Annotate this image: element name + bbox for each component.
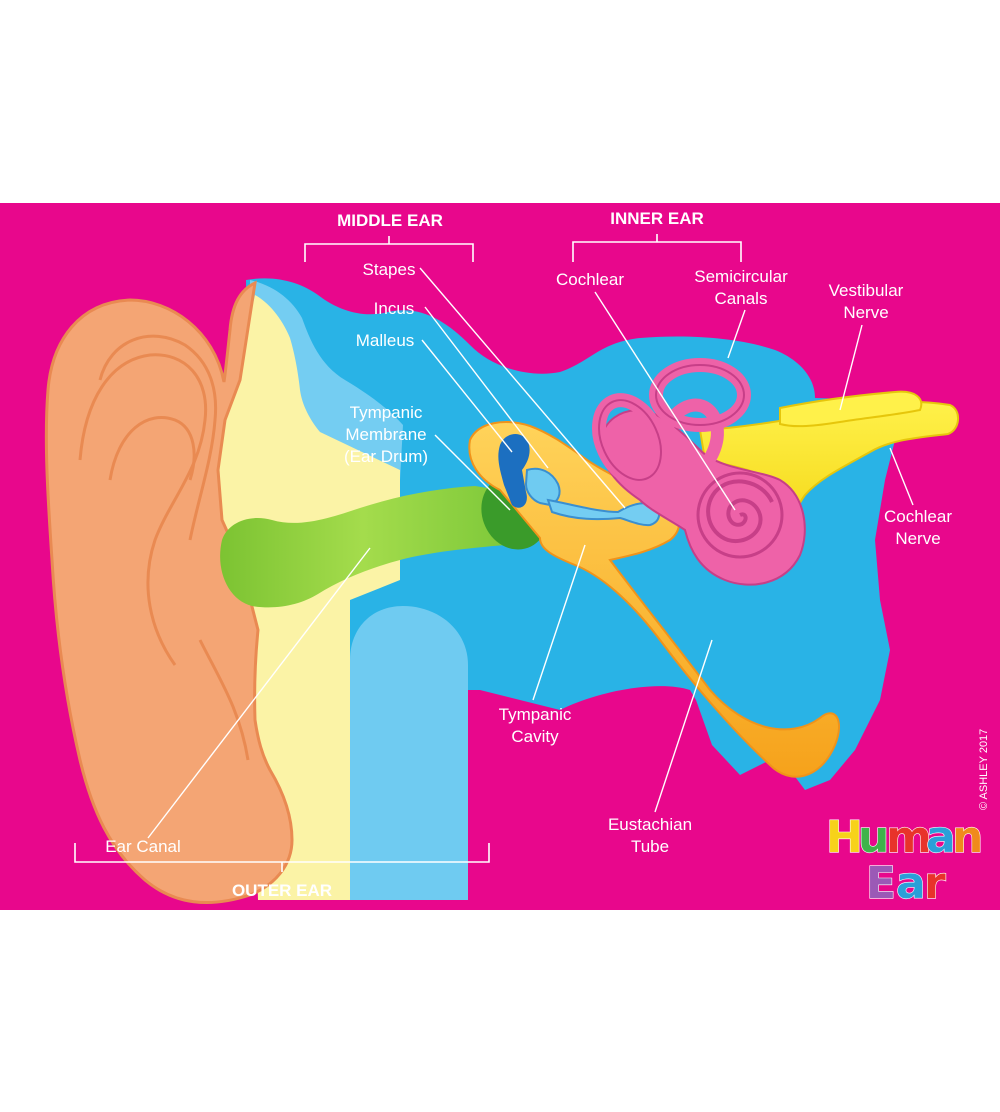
pinna-lobe-fold	[198, 639, 250, 761]
malleus-leader	[421, 339, 513, 453]
malleus-label: Malleus	[356, 331, 415, 350]
stapes-leader	[419, 267, 626, 509]
outer-ear-header: OUTER EAR	[232, 881, 332, 900]
tympanic-membrane-leader	[434, 434, 511, 511]
inner-ear-header: INNER EAR	[610, 209, 704, 228]
cochlear-nerve-leader	[889, 447, 914, 506]
semicircular-canals-leader	[727, 309, 746, 359]
tympanic-membrane-label-line1: Tympanic	[350, 403, 423, 422]
inner-ear-bracket	[572, 234, 742, 262]
tympanic-membrane-label-line3: (Ear Drum)	[344, 447, 428, 466]
tympanic-membrane-label-line2: Membrane	[345, 425, 426, 444]
incus-leader	[424, 306, 549, 469]
ear-canal	[220, 486, 505, 608]
pinna-antihelix	[108, 416, 196, 481]
middle-ear-bracket	[304, 236, 474, 262]
outer-ear-bracket	[74, 843, 490, 872]
title-letter-8: r	[924, 858, 946, 909]
pinna-helix-fold	[78, 353, 208, 666]
title-letter-6: E	[866, 858, 896, 909]
title-letter-2: u	[858, 812, 889, 863]
vestibular-nerve-label-line1: Vestibular	[829, 281, 904, 300]
stapes-shape	[546, 498, 661, 527]
pinna	[44, 280, 294, 905]
malleus-shape	[498, 434, 530, 508]
cochlear-label: Cochlear	[556, 270, 624, 289]
tympanic-cavity-label-line1: Tympanic	[499, 705, 572, 724]
vestibular-nerve-label-line2: Nerve	[843, 303, 888, 322]
cochlear-nerve-label-line1: Cochlear	[884, 507, 952, 526]
copyright-text: © ASHLEY 2017	[978, 729, 990, 810]
canal-superior-outline	[655, 364, 745, 426]
incus-shape	[524, 467, 561, 507]
tympanic-cavity-label-line2: Cavity	[511, 727, 559, 746]
cochlear-leader	[594, 291, 736, 511]
inner-ear-labyrinth	[592, 358, 806, 586]
canal-posterior-outline	[598, 399, 662, 481]
title-letter-1: H	[826, 812, 863, 863]
ear-canal-label: Ear Canal	[105, 837, 181, 856]
canal-lateral	[656, 398, 724, 482]
tympanic-cavity-leader	[532, 544, 586, 701]
title-letter-7: a	[896, 858, 926, 909]
eustachian-tube-label-line1: Eustachian	[608, 815, 692, 834]
vestibular-nerve-shape	[779, 390, 923, 428]
human-ear-title-logo: H u m a n E a r	[825, 811, 984, 909]
title-letter-3: m	[886, 812, 932, 863]
vestibular-nerve-leader	[839, 324, 863, 411]
middle-ear-header: MIDDLE EAR	[337, 211, 443, 230]
title-letter-4: a	[926, 812, 956, 863]
title-letter-5: n	[952, 812, 983, 863]
eustachian-tube-label-line2: Tube	[631, 837, 669, 856]
semicircular-canals-label-line2: Canals	[715, 289, 768, 308]
ear-canal-leader	[147, 547, 371, 839]
lower-bone-lobe	[350, 606, 468, 900]
cochlea-spiral	[706, 479, 774, 544]
incus-label: Incus	[374, 299, 415, 318]
stapes-label: Stapes	[363, 260, 416, 279]
cochlear-nerve-label-line2: Nerve	[895, 529, 940, 548]
semicircular-canals-label-line1: Semicircular	[694, 267, 788, 286]
eustachian-tube-leader	[654, 639, 713, 813]
pinna-inner-fold	[98, 334, 218, 541]
